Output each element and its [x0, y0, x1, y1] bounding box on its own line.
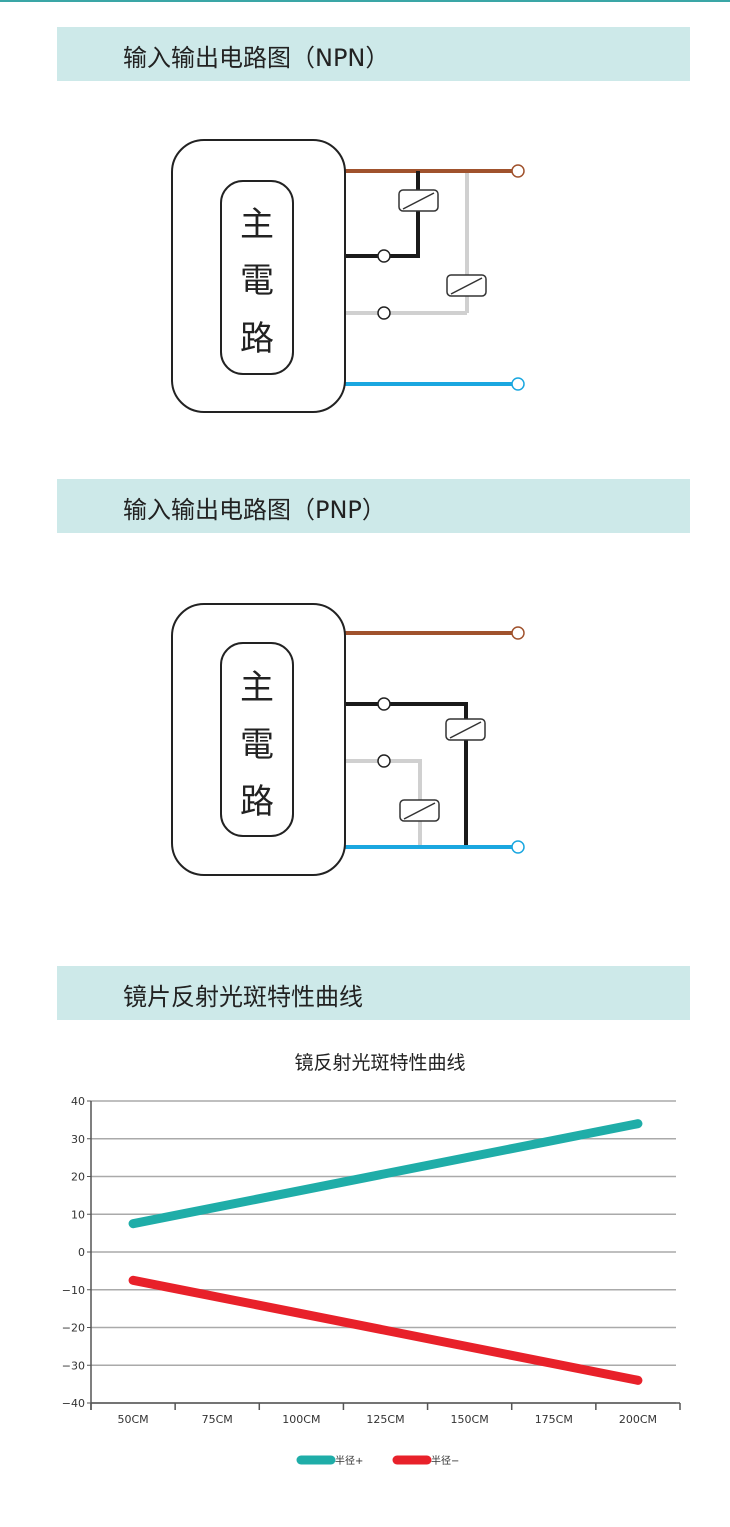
npn-circuit-diagram: 主 電 路	[171, 139, 525, 413]
terminal-blue	[511, 840, 525, 854]
legend-label: 半径−	[431, 1454, 459, 1467]
section-header-npn: 输入输出电路图（NPN）	[57, 27, 690, 81]
terminal-blue	[511, 377, 525, 391]
label-char: 路	[240, 319, 274, 359]
top-divider	[0, 0, 730, 2]
spot-curve-chart: 镜反射光斑特性曲线 40 30 20 10 0 −10 −20 −30 −40 50CM 75CM 1…	[62, 1052, 681, 1467]
x-tick-label: 125CM	[366, 1413, 404, 1426]
y-tick-label: 10	[71, 1208, 85, 1221]
section-title: 输入输出电路图（NPN）	[123, 44, 390, 72]
x-tick-label: 50CM	[117, 1413, 148, 1426]
label-char: 路	[240, 782, 274, 822]
label-char: 電	[240, 261, 274, 301]
y-tick-label: 0	[78, 1246, 85, 1259]
y-tick-label: 40	[71, 1095, 85, 1108]
terminal-brown	[511, 164, 525, 178]
y-tick-label: −20	[62, 1322, 85, 1335]
y-tick-label: −40	[62, 1397, 85, 1410]
relay-coil-icon	[398, 189, 439, 212]
section-title: 输入输出电路图（PNP）	[123, 496, 386, 524]
x-tick-label: 75CM	[202, 1413, 233, 1426]
x-tick-label: 150CM	[451, 1413, 489, 1426]
relay-coil-icon	[399, 799, 440, 822]
y-tick-label: −30	[62, 1359, 85, 1372]
x-tick-label: 100CM	[282, 1413, 320, 1426]
section-header-curve: 镜片反射光斑特性曲线	[57, 966, 690, 1020]
x-tick-label: 200CM	[619, 1413, 657, 1426]
legend-label: 半径+	[335, 1454, 363, 1467]
terminal-brown	[511, 626, 525, 640]
y-tick-label: 30	[71, 1133, 85, 1146]
chart-title: 镜反射光斑特性曲线	[294, 1052, 465, 1074]
section-header-pnp: 输入输出电路图（PNP）	[57, 479, 690, 533]
label-char: 電	[240, 725, 274, 765]
label-char: 主	[240, 205, 274, 245]
series-line-1	[128, 1275, 643, 1385]
x-tick-label: 175CM	[535, 1413, 573, 1426]
y-tick-label: 20	[71, 1171, 85, 1184]
relay-coil-icon	[445, 718, 486, 741]
y-tick-label: −10	[62, 1284, 85, 1297]
section-title: 镜片反射光斑特性曲线	[123, 983, 363, 1011]
label-char: 主	[240, 668, 274, 708]
pnp-circuit-diagram: 主 電 路	[171, 603, 525, 876]
relay-coil-icon	[446, 274, 487, 297]
series-line-0	[128, 1119, 643, 1229]
